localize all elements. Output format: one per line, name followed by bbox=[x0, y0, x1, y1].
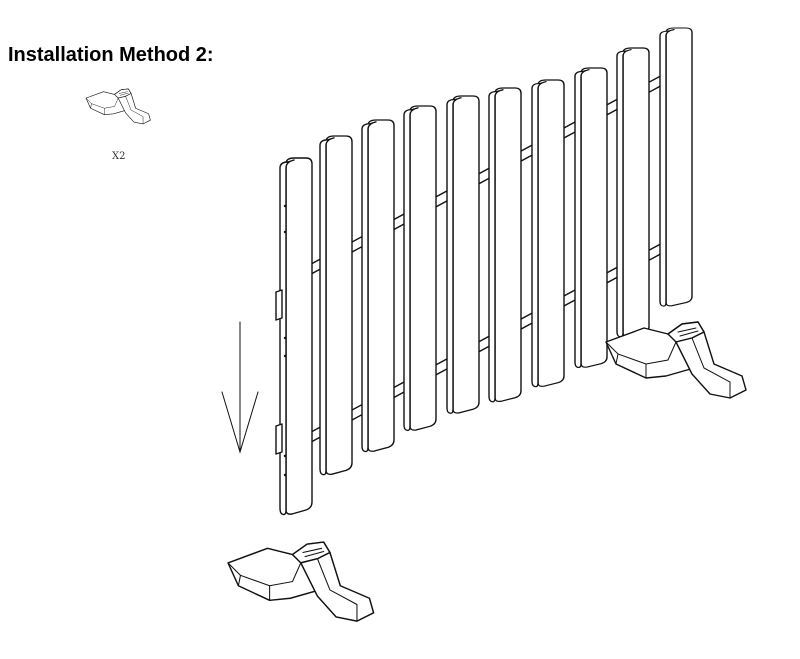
base-foot-icon bbox=[85, 88, 151, 125]
part-quantity-label: X2 bbox=[112, 151, 126, 162]
base-foot-left bbox=[227, 541, 375, 622]
picket bbox=[319, 135, 353, 476]
picket bbox=[361, 119, 395, 453]
fence-rail-upper bbox=[299, 71, 669, 281]
picket bbox=[279, 157, 313, 516]
picket bbox=[616, 47, 650, 338]
down-arrow-icon bbox=[221, 321, 259, 454]
picket bbox=[659, 27, 693, 307]
fence-pickets bbox=[279, 27, 693, 516]
picket bbox=[574, 67, 608, 369]
picket bbox=[488, 87, 522, 403]
picket bbox=[446, 95, 480, 414]
picket bbox=[531, 79, 565, 388]
picket bbox=[403, 105, 437, 432]
page-title: Installation Method 2: bbox=[8, 44, 214, 66]
end-post-tabs bbox=[275, 204, 287, 477]
